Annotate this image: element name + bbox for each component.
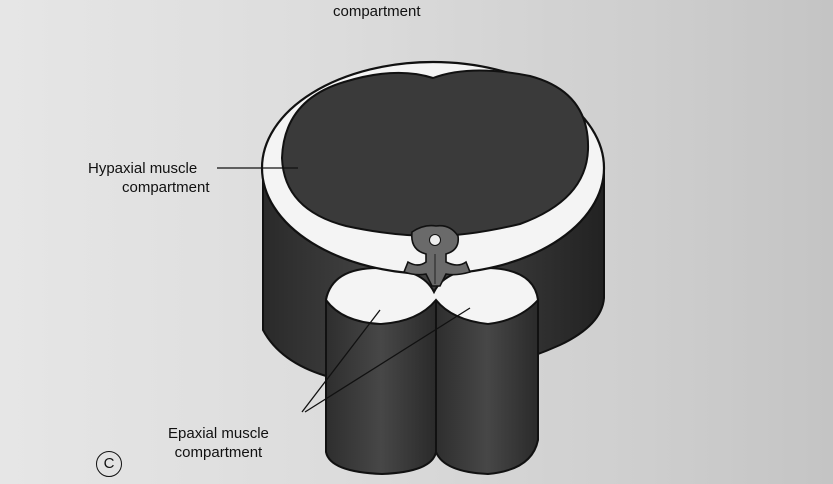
hypaxial-label-line1: Hypaxial muscle [88, 159, 210, 178]
epaxial-label: Epaxial muscle compartment [168, 424, 269, 462]
hypaxial-label-line2: compartment [88, 178, 210, 197]
panel-letter-badge: C [96, 451, 122, 477]
hypaxial-muscle-face [282, 70, 588, 236]
epaxial-label-line2: compartment [168, 443, 269, 462]
top-compartment-label: compartment [333, 2, 421, 21]
epaxial-label-line1: Epaxial muscle [168, 424, 269, 443]
hypaxial-label: Hypaxial muscle compartment [88, 159, 210, 197]
